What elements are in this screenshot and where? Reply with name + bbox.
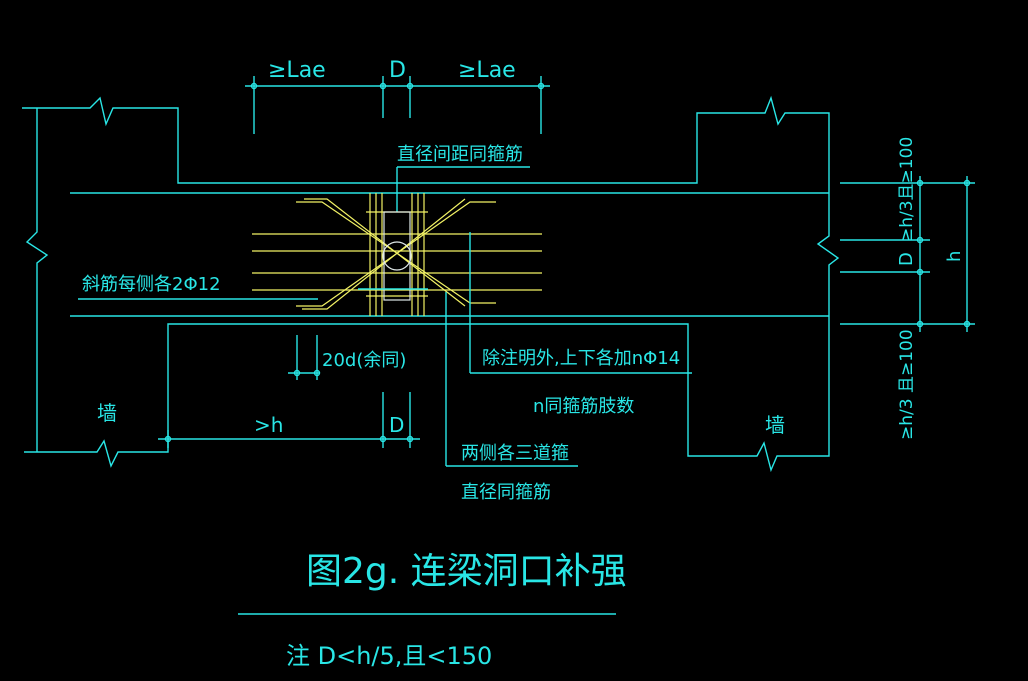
label-wall-left: 墙 bbox=[97, 401, 117, 425]
label-right-h: h bbox=[944, 251, 965, 262]
figure-title: 图2g. 连梁洞口补强 bbox=[306, 551, 627, 592]
figure-note: 注 D<h/5,且<150 bbox=[286, 642, 492, 670]
label-extra-bars: 除注明外,上下各加nΦ14 bbox=[482, 348, 680, 369]
label-wall-right: 墙 bbox=[765, 413, 785, 437]
label-right-d: D bbox=[896, 252, 917, 266]
bottom-dimension bbox=[158, 392, 420, 448]
label-right-bottom: ≥h/3 且≥100 bbox=[897, 329, 917, 440]
anchorage-dimension bbox=[288, 335, 321, 380]
label-same-dia: 直径同箍筋 bbox=[461, 482, 551, 503]
right-dimension bbox=[840, 176, 975, 332]
label-gt-h: >h bbox=[254, 413, 283, 437]
top-dimension bbox=[245, 76, 550, 134]
label-n-legs: n同箍筋肢数 bbox=[533, 396, 634, 417]
stirrup-leader bbox=[396, 166, 530, 212]
opening-circle bbox=[382, 211, 412, 301]
label-anchorage: 20d(余同) bbox=[322, 350, 406, 371]
label-d-top: D bbox=[389, 58, 406, 83]
label-three-stirrups: 两侧各三道箍 bbox=[461, 443, 569, 464]
label-diagonal-bars: 斜筋每侧各2Φ12 bbox=[82, 274, 221, 295]
label-d-bottom: D bbox=[389, 413, 404, 437]
label-stirrup-top: 直径间距同箍筋 bbox=[397, 144, 523, 165]
rebar-group bbox=[252, 193, 542, 316]
label-right-top: ≥h/3且≥100 bbox=[897, 137, 917, 242]
leader-lines bbox=[78, 232, 692, 467]
label-lae-right: ≥Lae bbox=[458, 58, 516, 83]
label-lae-left: ≥Lae bbox=[268, 58, 326, 83]
